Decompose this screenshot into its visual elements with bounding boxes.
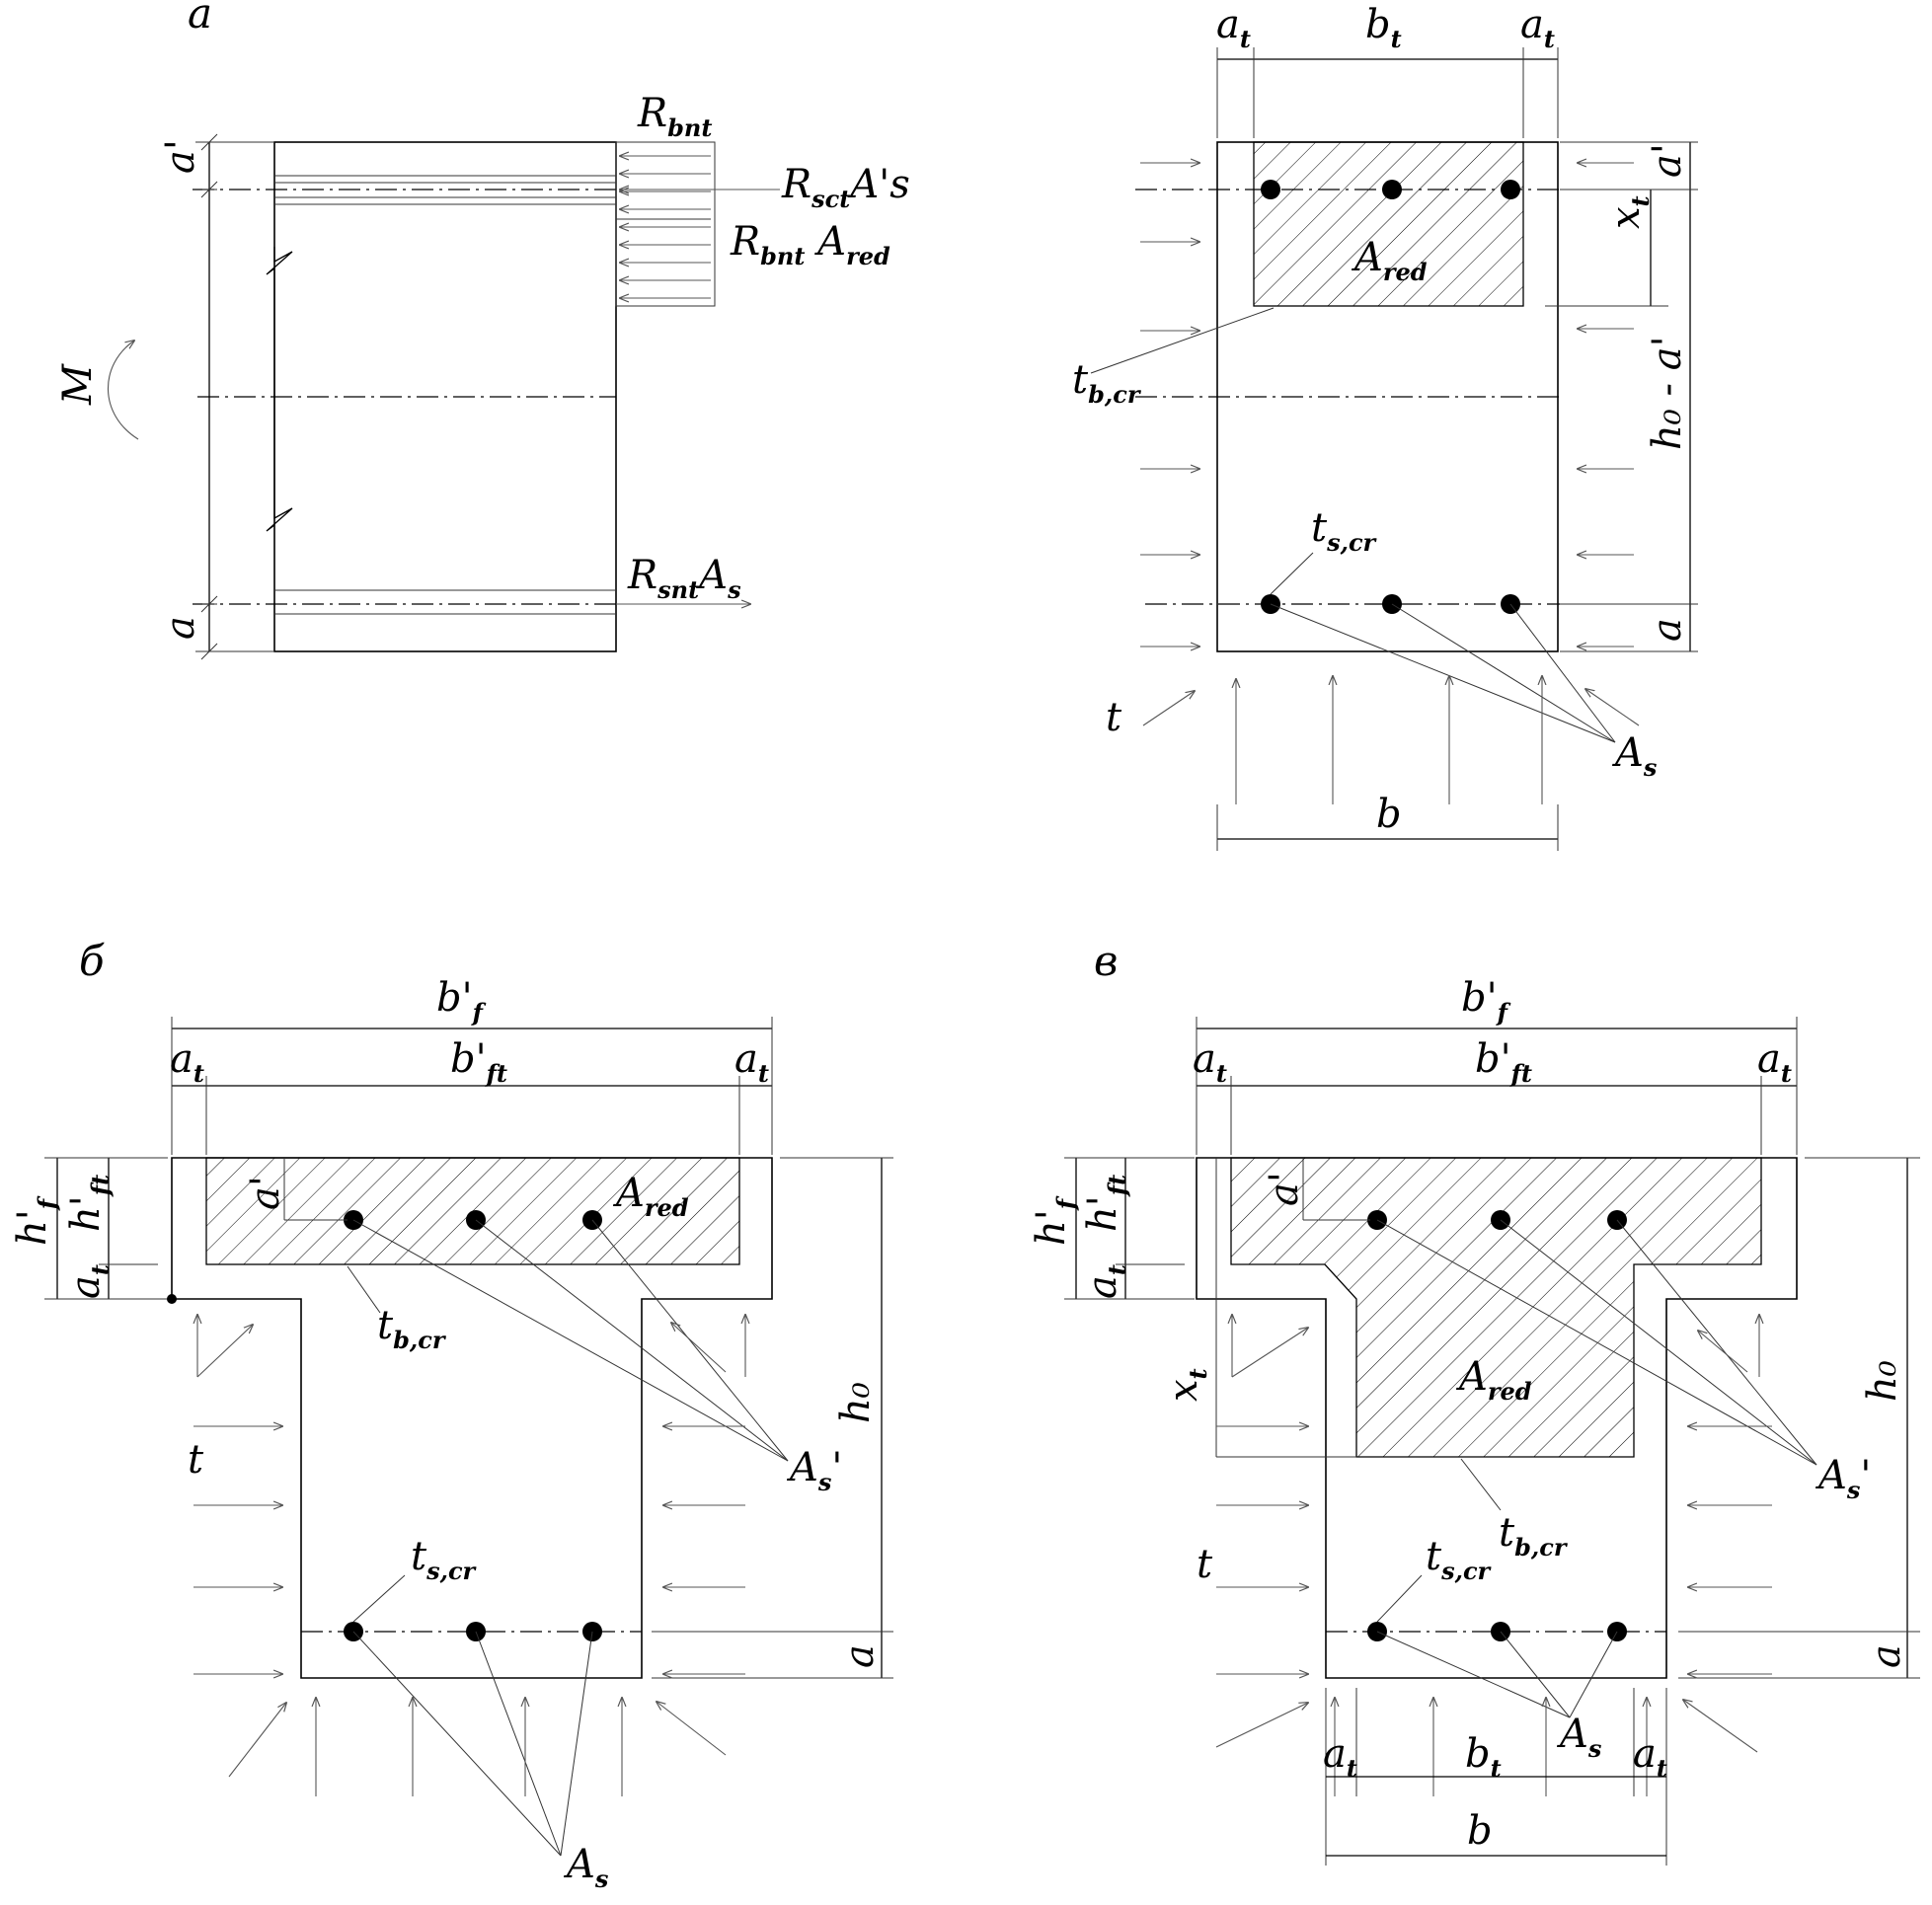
label-at-left-top: at bbox=[1216, 2, 1251, 53]
label-bf-c: b'f bbox=[1461, 975, 1511, 1027]
As-leaders-rect bbox=[1270, 603, 1616, 743]
t-section-outline-c bbox=[1196, 1157, 1798, 1679]
label-a-bottom-rect: a bbox=[1645, 618, 1690, 642]
label-at-bot-left-c: at bbox=[1323, 1731, 1357, 1783]
label-hft-c: h'ft bbox=[1080, 1175, 1131, 1232]
panel-a-section: at bt at a' xt h₀ - a' a Ared tb,cr ts,c… bbox=[1072, 2, 1698, 851]
label-rbnt: Rbnt bbox=[637, 91, 712, 142]
panel-label-c: в bbox=[1094, 937, 1118, 985]
label-ared-rect: Ared bbox=[1351, 235, 1428, 286]
label-b-rect: b bbox=[1376, 792, 1402, 837]
label-a-prime-b: a' bbox=[243, 1176, 288, 1210]
label-at-left-c: at bbox=[1193, 1036, 1227, 1088]
panel-b: б a' b'f b'ft at at bbox=[10, 937, 893, 1893]
fire-arrows-c bbox=[1215, 1315, 1772, 1796]
label-at-vert-b: at bbox=[63, 1264, 115, 1299]
panel-label-a: а bbox=[188, 0, 212, 38]
As-leaders-b bbox=[352, 1631, 593, 1857]
label-t-b: t bbox=[188, 1437, 204, 1483]
label-h0-b: h₀ bbox=[833, 1382, 879, 1423]
label-at-right-top: at bbox=[1520, 2, 1555, 53]
panel-a: а a' a M bbox=[55, 0, 910, 660]
label-tscr-c: ts,cr bbox=[1426, 1534, 1493, 1585]
reduced-area-rect bbox=[1253, 141, 1524, 307]
label-a-bottom-b: a bbox=[837, 1644, 883, 1668]
label-As-c: As bbox=[1556, 1712, 1602, 1763]
fire-arrows-rect bbox=[1140, 163, 1640, 804]
moment-arrow bbox=[107, 341, 139, 440]
label-b-bot-c: b bbox=[1467, 1808, 1493, 1854]
label-tbcr-c: tb,cr bbox=[1499, 1510, 1569, 1562]
label-t-c: t bbox=[1197, 1542, 1213, 1587]
label-tscr-b: ts,cr bbox=[411, 1534, 478, 1585]
label-a-bottom-c: a bbox=[1864, 1644, 1909, 1668]
t-section-outline-b bbox=[171, 1157, 773, 1679]
label-As-prime-b: As' bbox=[786, 1445, 842, 1496]
label-tscr-rect: ts,cr bbox=[1311, 505, 1378, 557]
panel-c: в a' b'f b'ft at at bbox=[1029, 937, 1920, 1866]
stress-block bbox=[615, 141, 716, 307]
label-As-b: As bbox=[563, 1842, 609, 1893]
label-As-prime-c: As' bbox=[1815, 1453, 1871, 1504]
label-hf-b: h'f bbox=[10, 1195, 61, 1246]
label-at-right-c: at bbox=[1757, 1036, 1792, 1088]
label-hf-c: h'f bbox=[1029, 1195, 1080, 1246]
label-ared-b: Ared bbox=[612, 1171, 689, 1222]
fire-arrows-b bbox=[193, 1315, 745, 1796]
label-bt-bot-c: bt bbox=[1465, 1731, 1502, 1783]
label-h0-minus-a: h₀ - a' bbox=[1645, 336, 1690, 450]
label-tbcr-rect: tb,cr bbox=[1072, 357, 1142, 409]
label-h0-c: h₀ bbox=[1860, 1360, 1905, 1402]
label-rsct: RsctA's bbox=[781, 162, 910, 213]
label-t-rect: t bbox=[1106, 695, 1122, 740]
label-at-bot-right-c: at bbox=[1633, 1731, 1667, 1783]
label-ared-c: Ared bbox=[1455, 1354, 1532, 1406]
moment-label: M bbox=[55, 363, 101, 406]
reduced-area-c bbox=[1230, 1157, 1762, 1458]
label-a-prime-c: a' bbox=[1262, 1172, 1307, 1206]
label-bt-top: bt bbox=[1365, 2, 1402, 53]
label-hft-b: h'ft bbox=[63, 1175, 115, 1232]
As-prime-leaders-c bbox=[1376, 1219, 1817, 1466]
As-leaders-c bbox=[1376, 1631, 1618, 1718]
rebar-top bbox=[1261, 180, 1520, 199]
label-a-prime-rect: a' bbox=[1645, 143, 1690, 178]
label-at-left-b: at bbox=[170, 1036, 204, 1088]
label-a-prime-a: a' bbox=[158, 139, 203, 174]
label-xt-c: xt bbox=[1161, 1368, 1212, 1402]
label-at-vert-c: at bbox=[1080, 1264, 1131, 1299]
label-tbcr-b: tb,cr bbox=[377, 1303, 447, 1354]
label-rsnt: RsntAs bbox=[627, 553, 741, 604]
break-line bbox=[266, 247, 293, 532]
label-bft-c: b'ft bbox=[1475, 1036, 1532, 1088]
label-rbnt-ared: Rbnt Ared bbox=[730, 219, 890, 270]
label-As-rect: As bbox=[1611, 730, 1658, 782]
panel-label-b: б bbox=[79, 937, 105, 985]
label-a-bottom-a: a bbox=[158, 616, 203, 640]
stress-arrows bbox=[620, 156, 711, 298]
label-xt-rect: xt bbox=[1603, 195, 1655, 229]
label-bf-b: b'f bbox=[436, 975, 487, 1027]
label-at-right-b: at bbox=[734, 1036, 769, 1088]
label-bft-b: b'ft bbox=[450, 1036, 507, 1088]
